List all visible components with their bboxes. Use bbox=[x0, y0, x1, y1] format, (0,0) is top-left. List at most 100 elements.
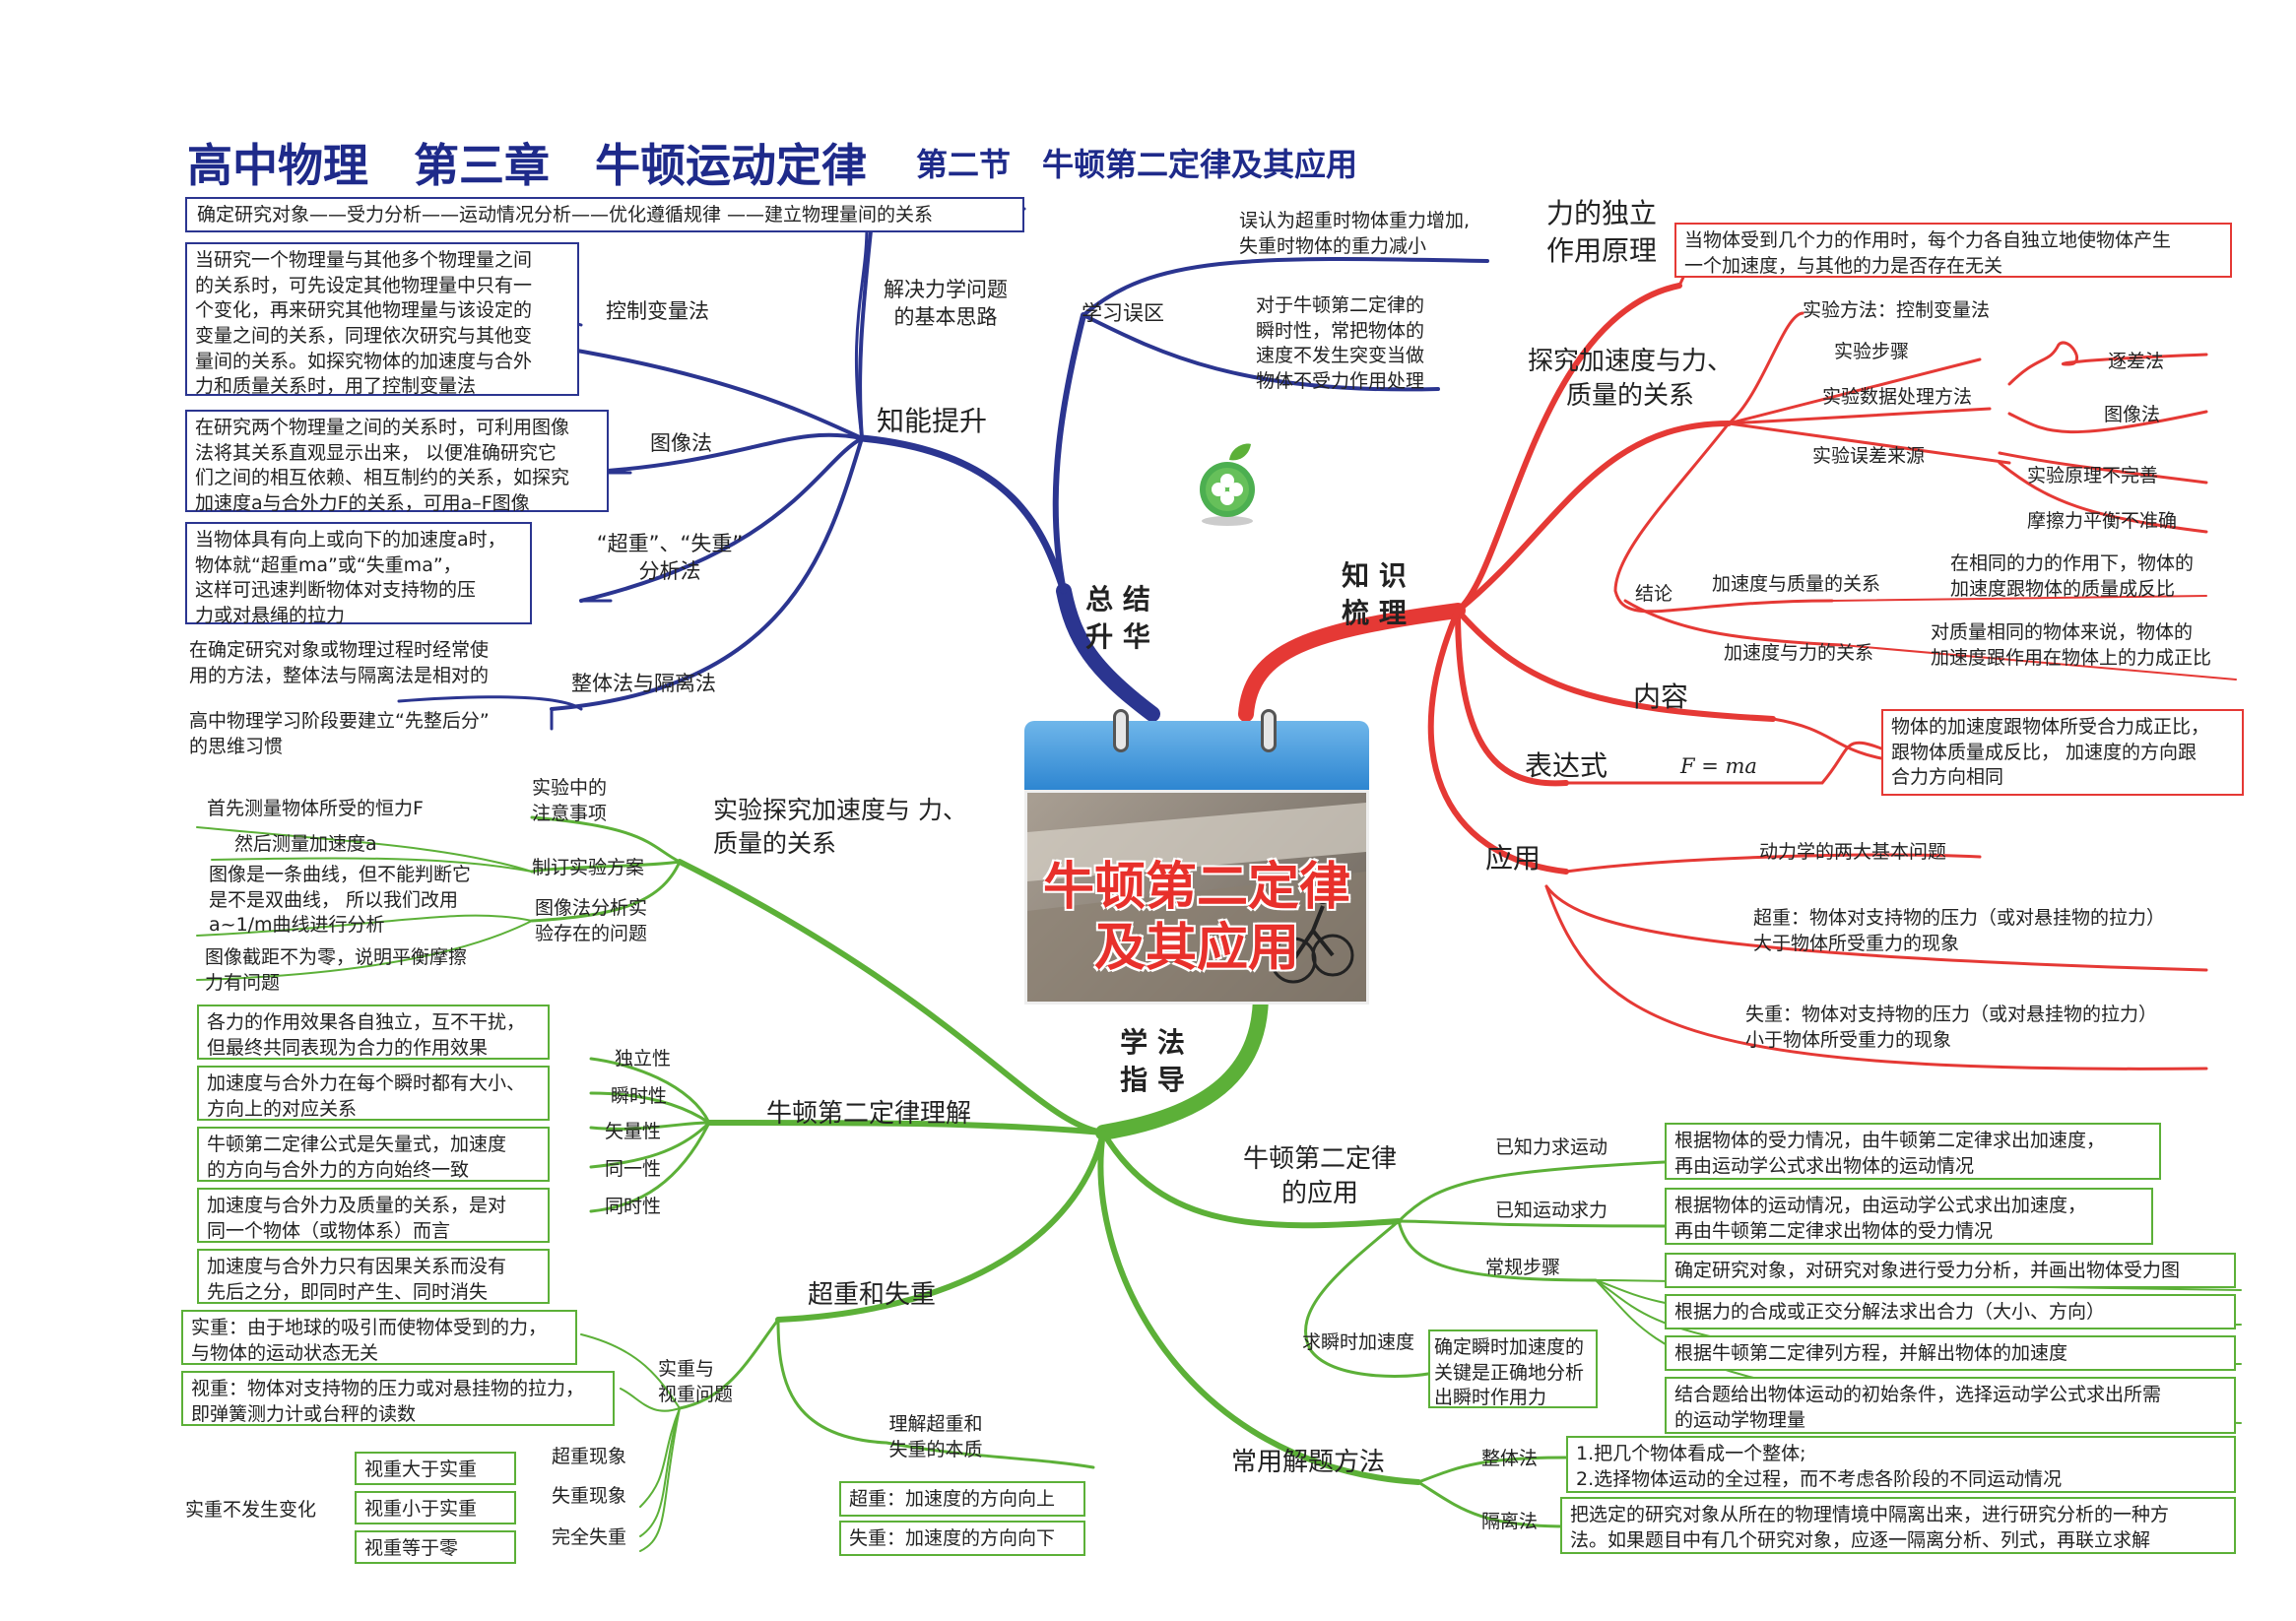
explore-conclusion: 结论 bbox=[1635, 583, 1673, 605]
experiment-label: 实验探究加速度与 力、 质量的关系 bbox=[713, 796, 967, 858]
methods-whole: 整体法 bbox=[1481, 1448, 1539, 1469]
graph-method-label: 图像法 bbox=[650, 431, 712, 455]
expression-formula: F = ma bbox=[1680, 754, 1757, 778]
cycling-photo bbox=[1024, 790, 1369, 1005]
explore-steps: 实验步骤 bbox=[1834, 341, 1910, 362]
explore-image: 图像法 bbox=[2104, 404, 2161, 425]
page-title: 高中物理 第三章 牛顿运动定律 bbox=[187, 139, 867, 192]
explore-mass-text: 在相同的力的作用下，物体的 加速度跟物体的质量成反比 bbox=[1950, 552, 2195, 600]
mistake-text2: 对于牛顿第二定律的 瞬时性，常把物体的 速度不发生突变当做 物体不受力作用处理 bbox=[1256, 294, 1425, 392]
app-s4: 结合题给出物体运动的初始条件，选择运动学公式求出所需 的运动学物理量 bbox=[1665, 1377, 2236, 1434]
understanding-k5: 同时性 bbox=[605, 1196, 662, 1217]
understanding-t4: 加速度与合外力及质量的关系，是对 同一个物体（或物体系）而言 bbox=[197, 1188, 550, 1243]
experiment-p3: 图像是一条曲线，但不能判断它 是不是双曲线， 所以我们改用 a~1/m曲线进行分… bbox=[209, 864, 472, 937]
approach-box: 确定研究对象——受力分析——运动情况分析——优化遵循规律 ——建立物理量间的关系 bbox=[185, 197, 1024, 232]
central-title-line1: 牛顿第二定律 bbox=[1042, 858, 1350, 917]
central-topic-title: 牛顿第二定律 及其应用 bbox=[1024, 857, 1369, 980]
section-title: 第二节 牛顿第二定律及其应用 bbox=[916, 146, 1358, 183]
app-s1: 确定研究对象，对研究对象进行受力分析，并画出物体受力图 bbox=[1665, 1253, 2236, 1288]
understanding-k3: 矢量性 bbox=[605, 1121, 662, 1142]
experiment-graph-issue: 图像法分析实 验存在的问题 bbox=[535, 897, 648, 944]
application-a1: 动力学的两大基本问题 bbox=[1759, 841, 1947, 863]
understanding-t5: 加速度与合外力只有因果关系而没有 先后之分，即同时产生、同时消失 bbox=[197, 1249, 550, 1304]
understanding-k4: 同一性 bbox=[605, 1158, 662, 1180]
independence-text: 当物体受到几个力的作用时，每个力各自独立地使物体产生 一个加速度，与其他的力是否… bbox=[1674, 223, 2232, 278]
weight-e1: 超重：加速度的方向向上 bbox=[839, 1481, 1085, 1517]
app-steps: 常规步骤 bbox=[1485, 1257, 1561, 1278]
explore-method: 实验方法：控制变量法 bbox=[1803, 299, 1991, 321]
application-a3: 失重：物体对支持物的压力（或对悬挂物的拉力） 小于物体所受重力的现象 bbox=[1745, 1004, 2158, 1051]
graph-method-text: 在研究两个物理量之间的关系时，可利用图像 法将其关系直观显示出来， 以便准确研究… bbox=[185, 410, 609, 514]
explore-err1: 实验原理不完善 bbox=[2027, 465, 2159, 486]
overweight-method-label: “超重”、“失重” 分析法 bbox=[596, 532, 744, 584]
experiment-notes: 实验中的 注意事项 bbox=[532, 777, 608, 824]
weight-v3: 视重等于零 bbox=[355, 1530, 516, 1564]
clover-logo-icon bbox=[1200, 443, 1255, 526]
content-text: 物体的加速度跟物体所受合力成正比， 跟物体质量成反比， 加速度的方向跟 合力方向… bbox=[1881, 709, 2244, 796]
overweight-method-text: 当物体具有向上或向下的加速度a时， 物体就“超重ma”或“失重ma”， 这样可迅… bbox=[185, 522, 532, 626]
app-s2: 根据力的合成或正交分解法求出合力（大小、方向） bbox=[1665, 1294, 2236, 1329]
experiment-p4: 图像截距不为零，说明平衡摩擦 力有问题 bbox=[205, 946, 468, 994]
whole-isolation-text2: 高中物理学习阶段要建立“先整后分” 的思维习惯 bbox=[189, 710, 490, 757]
weight-essence-label: 理解超重和 失重的本质 bbox=[888, 1413, 983, 1460]
explore-force-text: 对质量相同的物体来说，物体的 加速度跟作用在物体上的力成正比 bbox=[1931, 621, 2212, 669]
central-topic-card: 牛顿第二定律 及其应用 bbox=[1024, 709, 1369, 1005]
branch-summary: 总 结 升 华 bbox=[1085, 583, 1150, 653]
control-variable-text: 当研究一个物理量与其他多个物理量之间 的关系时，可先设定其他物理量中只有一 个变… bbox=[185, 242, 579, 397]
explore-error: 实验误差来源 bbox=[1812, 445, 1926, 467]
ring-icon bbox=[1261, 709, 1277, 752]
branch-method: 学 法 指 导 bbox=[1120, 1026, 1185, 1096]
methods-label: 常用解题方法 bbox=[1231, 1448, 1386, 1477]
control-variable-label: 控制变量法 bbox=[606, 299, 709, 323]
explore-force-rel: 加速度与力的关系 bbox=[1724, 642, 1874, 664]
understanding-t3: 牛顿第二定律公式是矢量式，加速度 的方向与合外力的方向始终一致 bbox=[197, 1127, 550, 1182]
weight-e2: 失重：加速度的方向向下 bbox=[839, 1521, 1085, 1556]
expression-label: 表达式 bbox=[1525, 749, 1608, 782]
approach-label: 解决力学问题 的基本思路 bbox=[884, 278, 1008, 330]
app-instant: 求瞬时加速度 bbox=[1302, 1331, 1415, 1353]
methods-isolate-text: 把选定的研究对象从所在的物理情境中隔离出来，进行研究分析的一种方 法。如果题目中… bbox=[1560, 1497, 2236, 1554]
app-f2m: 已知力求运动 bbox=[1495, 1136, 1608, 1158]
experiment-p2: 然后测量加速度a bbox=[234, 833, 377, 855]
content-label: 内容 bbox=[1633, 681, 1689, 713]
mistake-label: 学习误区 bbox=[1082, 301, 1164, 325]
explore-label: 探究加速度与力、 质量的关系 bbox=[1527, 347, 1733, 412]
explore-mass-rel: 加速度与质量的关系 bbox=[1712, 573, 1881, 595]
weight-apparent: 视重：物体对支持物的压力或对悬挂物的拉力， 即弹簧测力计或台秤的读数 bbox=[181, 1371, 615, 1426]
weight-over: 超重现象 bbox=[552, 1446, 627, 1467]
whole-isolation-label: 整体法与隔离法 bbox=[571, 672, 716, 695]
weight-real-label: 实重与 视重问题 bbox=[658, 1358, 734, 1405]
methods-whole-text: 1.把几个物体看成一个整体; 2.选择物体运动的全过程，而不考虑各阶段的不同运动… bbox=[1566, 1436, 2236, 1493]
application-label: 应用 bbox=[1485, 842, 1542, 875]
application-method-label: 牛顿第二定律 的应用 bbox=[1242, 1144, 1397, 1209]
explore-err2: 摩擦力平衡不准确 bbox=[2027, 510, 2178, 532]
experiment-plan: 制订实验方案 bbox=[532, 857, 645, 878]
app-m2f: 已知运动求力 bbox=[1495, 1200, 1608, 1221]
understanding-t1: 各力的作用效果各自独立，互不干扰， 但最终共同表现为合力的作用效果 bbox=[197, 1005, 550, 1060]
central-title-line2: 及其应用 bbox=[1093, 919, 1299, 979]
ring-icon bbox=[1113, 709, 1129, 752]
independence-label: 力的独立 作用原理 bbox=[1546, 197, 1658, 267]
weight-under: 失重现象 bbox=[552, 1485, 627, 1507]
cyclist-icon bbox=[1027, 803, 1366, 1002]
weight-real: 实重：由于地球的吸引而使物体受到的力， 与物体的运动状态无关 bbox=[181, 1310, 577, 1365]
mistake-text1: 误认为超重时物体重力增加, 失重时物体的重力减小 bbox=[1239, 210, 1471, 257]
explore-data: 实验数据处理方法 bbox=[1822, 386, 1973, 408]
understanding-t2: 加速度与合外力在每个瞬时都有大小、 方向上的对应关系 bbox=[197, 1066, 550, 1121]
app-s3: 根据牛顿第二定律列方程，并解出物体的加速度 bbox=[1665, 1335, 2236, 1371]
app-instant-text: 确定瞬时加速度的 关键是正确地分析 出瞬时作用力 bbox=[1428, 1329, 1598, 1408]
understanding-k1: 独立性 bbox=[615, 1048, 672, 1070]
app-m2f-text: 根据物体的运动情况，由运动学公式求出加速度， 再由牛顿第二定律求出物体的受力情况 bbox=[1665, 1188, 2153, 1245]
calendar-header bbox=[1024, 721, 1369, 790]
weight-unchanged: 实重不发生变化 bbox=[185, 1499, 317, 1521]
understanding-label: 牛顿第二定律理解 bbox=[766, 1099, 972, 1129]
understanding-k2: 瞬时性 bbox=[611, 1085, 668, 1107]
skill-label: 知能提升 bbox=[877, 405, 988, 437]
app-f2m-text: 根据物体的受力情况，由牛顿第二定律求出加速度， 再由运动学公式求出物体的运动情况 bbox=[1665, 1123, 2161, 1180]
weight-v2: 视重小于实重 bbox=[355, 1491, 516, 1524]
application-a2: 超重：物体对支持物的压力（或对悬挂物的拉力） 大于物体所受重力的现象 bbox=[1753, 907, 2166, 954]
methods-isolate: 隔离法 bbox=[1481, 1511, 1539, 1532]
branch-knowledge: 知 识 梳 理 bbox=[1342, 559, 1407, 629]
